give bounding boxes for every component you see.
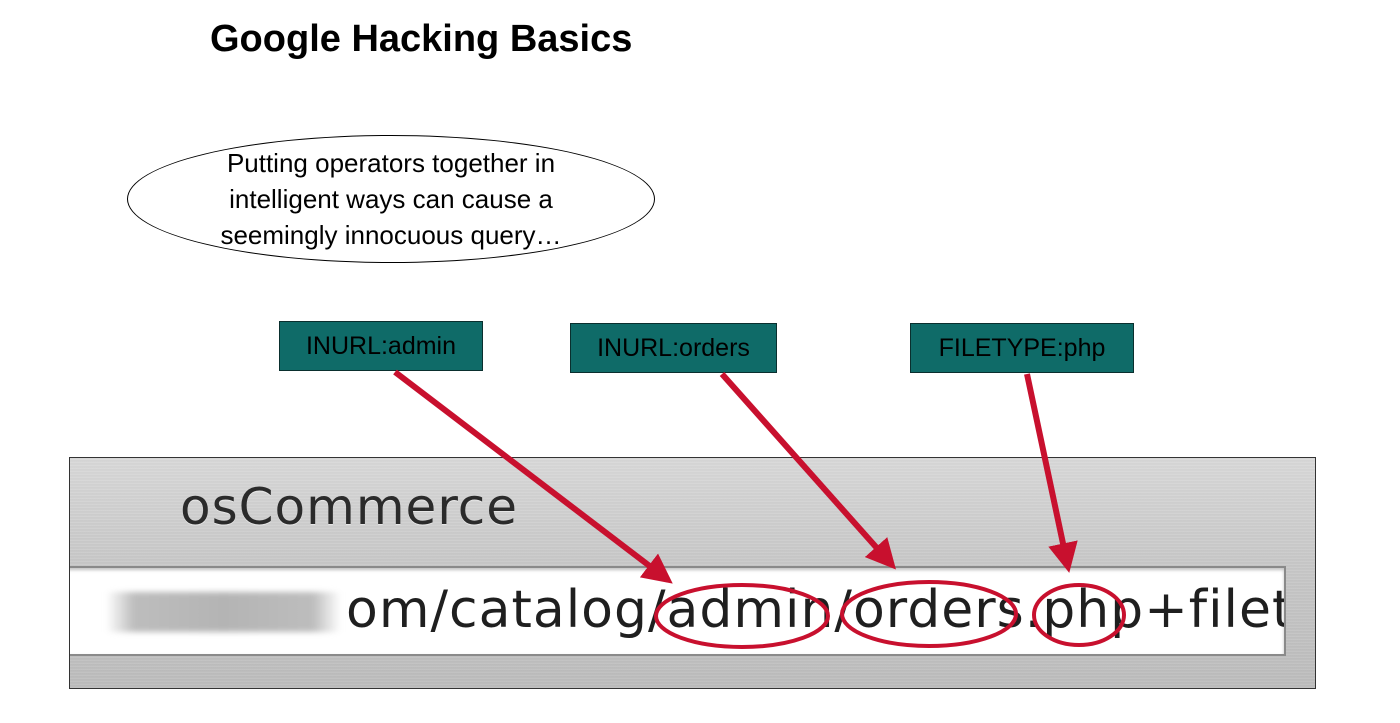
callout-line-1: Putting operators together in xyxy=(226,148,556,178)
callout-bubble: Putting operators together in intelligen… xyxy=(127,135,655,263)
callout-text: Putting operators together in intelligen… xyxy=(220,145,561,253)
url-text: om/catalog/admin/orders.php+filety xyxy=(346,580,1286,640)
callout-line-2: intelligent ways can cause a xyxy=(229,184,553,214)
operator-label-filetype-php: FILETYPE:php xyxy=(910,323,1134,373)
address-bar[interactable]: om/catalog/admin/orders.php+filety xyxy=(70,566,1286,656)
browser-screenshot: osCommerce om/catalog/admin/orders.php+f… xyxy=(69,457,1316,689)
window-title: osCommerce xyxy=(180,478,519,536)
slide-title: Google Hacking Basics xyxy=(210,18,633,60)
callout-line-3: seemingly innocuous query… xyxy=(220,220,562,250)
blurred-domain xyxy=(106,592,341,632)
operator-label-inurl-admin: INURL:admin xyxy=(279,321,483,371)
operator-label-inurl-orders: INURL:orders xyxy=(570,323,777,373)
